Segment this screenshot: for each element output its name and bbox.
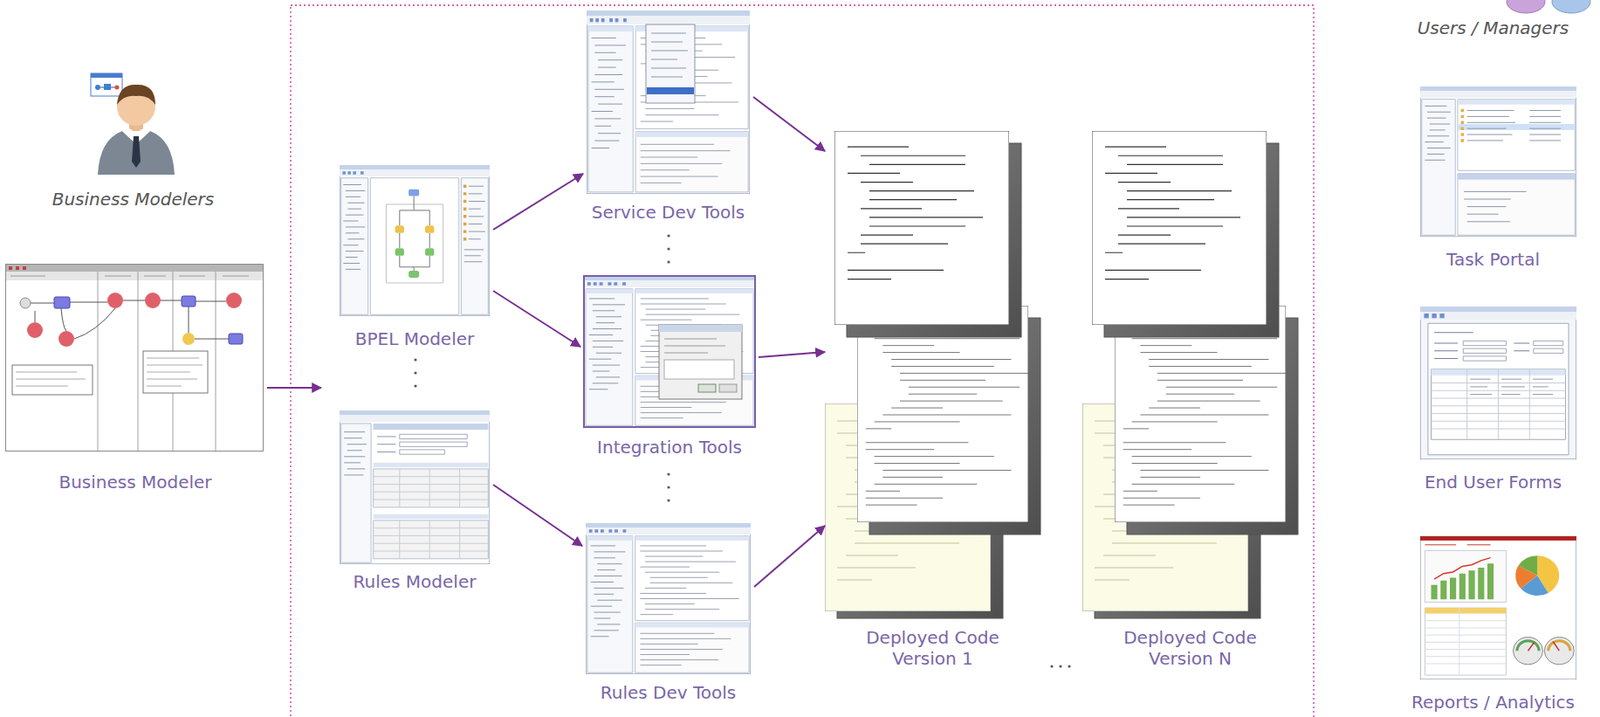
flow-arrow [267, 386, 322, 389]
picture-space [336, 164, 494, 329]
flow-connector [493, 173, 584, 230]
picture-space [1082, 127, 1298, 627]
node-label: Rules Dev Tools [582, 681, 755, 703]
node-label: Integration Tools [580, 436, 759, 458]
users-icon [1506, 0, 1591, 14]
screenshot-panel: End User Forms [1389, 306, 1597, 493]
screenshot-panel: Rules Dev Tools [582, 522, 755, 703]
code-stack-node: Deployed Code Version N [1082, 127, 1298, 669]
node-label: End User Forms [1389, 471, 1597, 493]
person-node: Users / Managers [1389, 12, 1597, 39]
picture-space [582, 522, 755, 682]
person-icon [90, 73, 175, 175]
screenshot-panel: BPEL Modeler [336, 164, 494, 350]
picture-space [580, 275, 759, 437]
task-portal-screenshot [1420, 86, 1577, 237]
flow-connector [493, 290, 581, 347]
bpel-screenshot [339, 164, 490, 316]
picture-space [1389, 12, 1597, 18]
rules-dev-screenshot [585, 522, 751, 674]
forms-screenshot [1420, 306, 1577, 460]
flow-connector [754, 525, 825, 587]
node-label: Rules Modeler [336, 570, 494, 592]
integration-dialog [583, 275, 756, 427]
screenshot-panel: Integration Tools [580, 275, 759, 458]
person-node: Business Modelers [31, 75, 235, 210]
flow-connector [753, 96, 825, 152]
picture-space [824, 127, 1041, 627]
node-label: Deployed Code Version 1 [854, 626, 1012, 669]
reports-screenshot [1420, 535, 1577, 680]
node-label: Service Dev Tools [583, 201, 754, 223]
ellipsis-dots [413, 233, 1071, 667]
screenshot-panel: Rules Modeler [336, 410, 494, 592]
node-label: Deployed Code Version N [1112, 626, 1270, 669]
dropdown-menu [645, 24, 695, 104]
screenshot-panel: Business Modeler [2, 263, 268, 493]
picture-space [1389, 306, 1597, 472]
node-label: BPEL Modeler [336, 328, 494, 350]
picture-space [1389, 86, 1597, 249]
flow-connector [493, 484, 583, 546]
picture-space [31, 75, 235, 189]
picture-space [1389, 535, 1597, 692]
rules-screenshot [339, 410, 490, 564]
code-stack [824, 130, 1041, 619]
picture-space [2, 263, 268, 472]
picture-space [583, 10, 754, 202]
node-label: Business Modelers [31, 188, 235, 210]
code-stack-node: Deployed Code Version 1 [824, 127, 1041, 669]
screenshot-panel: Reports / Analytics [1389, 535, 1597, 713]
integration-screenshot [583, 275, 756, 427]
node-label: Business Modeler [2, 471, 268, 493]
service-screenshot [586, 10, 750, 194]
node-label: Reports / Analytics [1389, 691, 1597, 713]
node-label: Users / Managers [1389, 17, 1597, 39]
picture-space [336, 410, 494, 571]
screenshot-panel: Service Dev Tools [583, 10, 754, 223]
tool-region-border [290, 5, 1314, 717]
node-label: Task Portal [1389, 248, 1597, 270]
code-stack [1082, 130, 1298, 619]
screenshot-panel: Task Portal [1389, 86, 1597, 270]
business-modeler-screenshot [6, 264, 264, 452]
flow-connector [758, 351, 825, 358]
